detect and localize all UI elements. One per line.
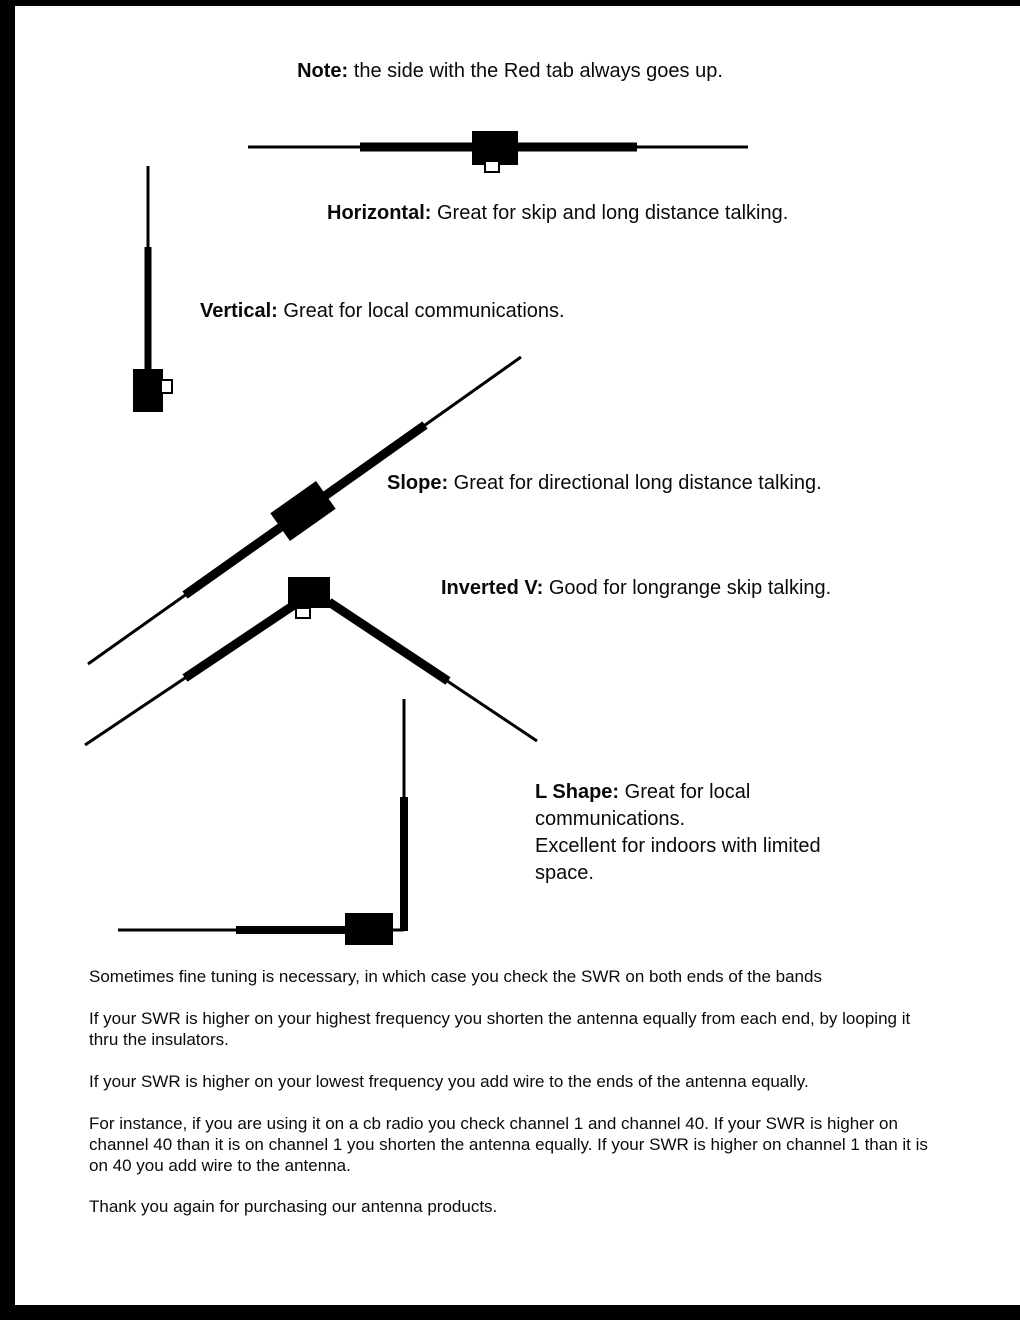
horizontal-label: Horizontal: bbox=[327, 202, 432, 224]
scan-edge-bottom bbox=[0, 1305, 1020, 1320]
inverted-v-caption: Inverted V: Good for longrange skip talk… bbox=[441, 577, 831, 600]
inverted-v-antenna-diagram bbox=[84, 577, 538, 747]
horizontal-antenna-diagram bbox=[248, 131, 748, 173]
paragraph-fine-tuning: Sometimes fine tuning is necessary, in w… bbox=[89, 967, 822, 986]
slope-description: Great for directional long distance talk… bbox=[448, 472, 822, 494]
red-tab-marker bbox=[295, 607, 311, 619]
vertical-description: Great for local communications. bbox=[277, 300, 565, 322]
l-shape-caption: L Shape: Great for local communications.… bbox=[535, 779, 869, 887]
inverted-v-label: Inverted V: bbox=[441, 577, 544, 599]
vertical-antenna-diagram bbox=[133, 166, 173, 412]
l-shape-label: L Shape: bbox=[535, 781, 620, 803]
note-text: the side with the Red tab always goes up… bbox=[348, 60, 723, 82]
vertical-caption: Vertical: Great for local communications… bbox=[200, 300, 565, 323]
scan-edge-left bbox=[0, 0, 15, 1320]
red-tab-marker bbox=[160, 379, 173, 394]
note-label: Note: bbox=[297, 60, 349, 82]
l-shape-caption-line1: L Shape: Great for local communications. bbox=[535, 779, 869, 833]
horizontal-caption: Horizontal: Great for skip and long dist… bbox=[327, 202, 788, 225]
paragraph-thank-you: Thank you again for purchasing our anten… bbox=[89, 1197, 498, 1216]
inverted-v-description: Good for longrange skip talking. bbox=[543, 577, 832, 599]
slope-antenna-diagram bbox=[87, 355, 522, 666]
vertical-label: Vertical: bbox=[200, 300, 278, 322]
slope-caption: Slope: Great for directional long distan… bbox=[387, 472, 822, 495]
slope-label: Slope: bbox=[387, 472, 449, 494]
l-shape-caption-line2: Excellent for indoors with limited space… bbox=[535, 835, 821, 884]
paragraph-swr-low-frequency: If your SWR is higher on your lowest fre… bbox=[89, 1072, 809, 1091]
paragraph-swr-high-frequency: If your SWR is higher on your highest fr… bbox=[89, 1009, 911, 1049]
scan-edge-top bbox=[0, 0, 1020, 6]
paragraph-cb-radio-example: For instance, if you are using it on a c… bbox=[89, 1114, 928, 1175]
red-tab-marker bbox=[484, 160, 500, 173]
horizontal-description: Great for skip and long distance talking… bbox=[431, 202, 789, 224]
note-line: Note: the side with the Red tab always g… bbox=[0, 60, 1020, 83]
l-shape-description: Great for local communications. bbox=[535, 781, 751, 830]
l-shape-antenna-diagram bbox=[118, 699, 408, 945]
